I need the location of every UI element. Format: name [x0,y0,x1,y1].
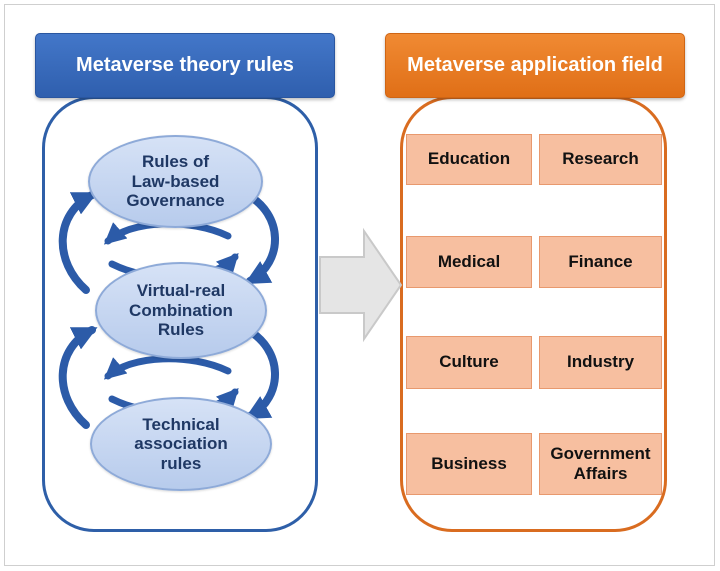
field-finance: Finance [539,236,662,288]
field-medical: Medical [406,236,532,288]
field-industry: Industry [539,336,662,389]
field-research: Research [539,134,662,185]
node-technical-association-rules: Technical association rules [90,397,272,491]
right-panel-title: Metaverse application field [385,33,685,98]
field-culture: Culture [406,336,532,389]
node-virtual-real-combination-rules: Virtual-real Combination Rules [95,262,267,359]
field-business: Business [406,433,532,495]
node-rules-of-law-based-governance: Rules of Law-based Governance [88,135,263,228]
left-panel-title: Metaverse theory rules [35,33,335,98]
field-education: Education [406,134,532,185]
field-government-affairs: Government Affairs [539,433,662,495]
